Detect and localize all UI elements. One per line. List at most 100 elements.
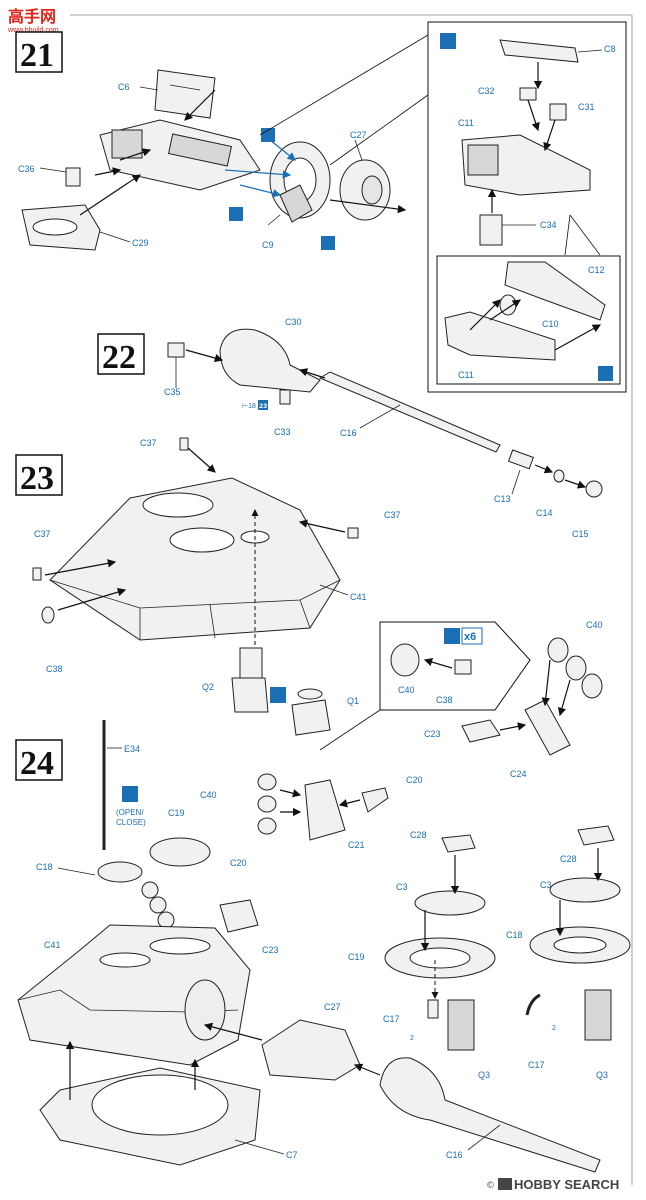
label-c30: C30 bbox=[285, 317, 302, 327]
label-c40-b: C40 bbox=[586, 620, 603, 630]
part-c23-b bbox=[219, 899, 259, 933]
label-c15: C15 bbox=[572, 529, 589, 539]
part-c31 bbox=[549, 103, 567, 121]
label-c20-b: C20 bbox=[230, 858, 247, 868]
label-c3-b: C3 bbox=[540, 880, 552, 890]
label-c36: C36 bbox=[18, 164, 35, 174]
label-c17-b: C17 bbox=[528, 1060, 545, 1070]
part-q2-stem bbox=[239, 647, 263, 679]
label-c21: C21 bbox=[348, 840, 365, 850]
label-c35: C35 bbox=[164, 387, 181, 397]
label-c17-a: C17 bbox=[383, 1014, 400, 1024]
cement-icon bbox=[440, 33, 456, 49]
part-q3-b bbox=[584, 989, 612, 1041]
cement-count: x6 bbox=[464, 631, 476, 643]
part-c41-turret bbox=[49, 477, 341, 641]
label-c41-b: C41 bbox=[44, 940, 61, 950]
part-c27-breech bbox=[261, 1019, 361, 1081]
label-c9: C9 bbox=[262, 240, 274, 250]
part-c14 bbox=[553, 469, 565, 483]
step-21-box bbox=[15, 31, 63, 73]
part-q3-a bbox=[447, 999, 475, 1051]
footer-logo bbox=[498, 1178, 512, 1190]
watermark-title: 高手网 bbox=[8, 7, 56, 26]
step-24: 24 E34 (OPEN/ CLOSE) C19 C18 C40 C21 C20 bbox=[15, 720, 631, 1173]
label-c7: C7 bbox=[286, 1150, 298, 1160]
footer-brand: HOBBY SEARCH bbox=[514, 1177, 619, 1192]
step-23: 23 C41 C37 C37 C37 C38 Q2 Q1 bbox=[15, 437, 603, 779]
part-c21 bbox=[304, 779, 346, 841]
label-c27: C27 bbox=[350, 130, 367, 140]
step-21: 21 bbox=[15, 21, 627, 393]
watermark: 高手网 www.hbuild.com bbox=[7, 7, 59, 34]
step-23-number: 23 bbox=[20, 460, 54, 497]
part-c18 bbox=[97, 861, 143, 883]
label-c16-a: C16 bbox=[340, 428, 357, 438]
label-c28-b: C28 bbox=[560, 854, 577, 864]
step-21-number: 21 bbox=[20, 37, 54, 74]
part-c24 bbox=[524, 699, 571, 756]
label-c37-right: C37 bbox=[384, 510, 401, 520]
label-c8: C8 bbox=[604, 44, 616, 54]
part-c40-1 bbox=[547, 637, 569, 663]
label-c23-a: C23 bbox=[424, 729, 441, 739]
label-c23-b: C23 bbox=[262, 945, 279, 955]
watermark-url: www.hbuild.com bbox=[7, 27, 59, 34]
part-c28-a bbox=[441, 834, 476, 853]
label-c18-b: C18 bbox=[506, 930, 523, 940]
part-c12 bbox=[504, 261, 606, 321]
open-close-line2: CLOSE) bbox=[116, 818, 146, 827]
rotate-icon bbox=[270, 687, 286, 703]
part-c36 bbox=[65, 167, 81, 187]
step-23-box bbox=[15, 454, 63, 496]
label-c40-inset: C40 bbox=[398, 685, 415, 695]
label-c40-c: C40 bbox=[200, 790, 217, 800]
label-q3-a: Q3 bbox=[478, 1070, 490, 1080]
label-c16-b: C16 bbox=[446, 1150, 463, 1160]
step-22: 22 C30 C35 C33 ⊢18 23 C16 C13 C14 C15 bbox=[97, 317, 603, 539]
label-c37-left: C37 bbox=[34, 529, 51, 539]
part-c3-b bbox=[549, 877, 621, 903]
part-c13 bbox=[507, 449, 534, 470]
part-ref-22b: 23 bbox=[259, 403, 267, 410]
part-c20-b bbox=[141, 881, 175, 929]
step-22-number: 22 bbox=[102, 339, 136, 376]
label-c19-b: C19 bbox=[348, 952, 365, 962]
label-c29: C29 bbox=[132, 238, 149, 248]
footer-mark: © bbox=[486, 1181, 495, 1191]
part-c30 bbox=[219, 328, 321, 393]
label-c38-inset: C38 bbox=[436, 695, 453, 705]
label-c33: C33 bbox=[274, 427, 291, 437]
open-close-icon bbox=[122, 786, 138, 802]
part-c40-c2 bbox=[257, 795, 277, 813]
label-c32: C32 bbox=[478, 86, 495, 96]
open-close-line1: (OPEN/ bbox=[116, 808, 144, 817]
label-c19-a: C19 bbox=[168, 808, 185, 818]
label-c24: C24 bbox=[510, 769, 527, 779]
label-e34: E34 bbox=[124, 744, 140, 754]
part-c17-a bbox=[427, 999, 439, 1019]
part-ref-22: ⊢18 bbox=[242, 403, 256, 410]
part-c35 bbox=[167, 342, 185, 358]
part-q1 bbox=[291, 699, 331, 736]
part-ref-24a: 2 bbox=[410, 1035, 414, 1042]
label-c18-a: C18 bbox=[36, 862, 53, 872]
label-c11-top: C11 bbox=[458, 118, 474, 128]
label-c3-a: C3 bbox=[396, 882, 408, 892]
part-c23-a bbox=[461, 719, 501, 743]
part-c8 bbox=[499, 39, 579, 63]
turret-hatch-opening-1 bbox=[142, 492, 214, 518]
part-c17-b bbox=[525, 993, 541, 1016]
hatch-assembly-left: C28 C3 C19 C17 Q3 2 bbox=[348, 830, 496, 1080]
part-c20-a bbox=[361, 787, 389, 813]
part-c40-2 bbox=[565, 655, 587, 681]
part-c6 bbox=[154, 69, 216, 119]
part-c38-inset bbox=[454, 659, 472, 675]
label-c34: C34 bbox=[540, 220, 557, 230]
step-22-box bbox=[97, 333, 145, 375]
part-c37-top bbox=[179, 437, 189, 451]
part-c40-inset bbox=[390, 643, 420, 677]
part-c3-a bbox=[414, 890, 486, 916]
part-c15 bbox=[585, 480, 603, 498]
